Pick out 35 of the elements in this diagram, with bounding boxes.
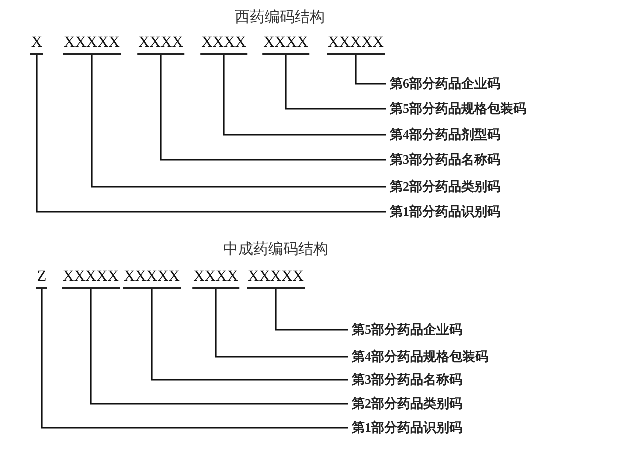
code-segment: XXXX (200, 34, 248, 55)
code-segment: X (30, 34, 44, 55)
description-text: 第5部分药品规格包装码 (390, 101, 526, 117)
description-text: 第4部分药品剂型码 (390, 127, 500, 143)
description-text: 第3部分药品名称码 (390, 152, 500, 168)
leader-line (91, 55, 386, 188)
description-text: 第5部分药品企业码 (352, 322, 462, 338)
code-segment: XXXXX (247, 268, 305, 289)
code-segment: XXXXX (62, 268, 120, 289)
leader-line (151, 289, 348, 381)
code-segment: XXXX (262, 34, 310, 55)
diagram-title: 西药编码结构 (235, 8, 325, 27)
code-segment: XXXXX (123, 268, 181, 289)
code-segment: XXXXX (327, 34, 385, 55)
leader-line (36, 55, 386, 213)
description-text: 第4部分药品规格包装码 (352, 349, 488, 365)
leader-line (215, 289, 348, 358)
description-text: 第2部分药品类别码 (352, 396, 462, 412)
leader-line (275, 289, 348, 331)
code-segment: Z (36, 268, 48, 289)
code-segment: XXXX (192, 268, 240, 289)
leader-line (90, 289, 348, 405)
leader-line (41, 289, 348, 429)
description-text: 第6部分药品企业码 (390, 76, 500, 92)
description-text: 第1部分药品识别码 (390, 204, 500, 220)
description-text: 第1部分药品识别码 (352, 420, 462, 436)
leader-line (355, 55, 386, 85)
leader-line (285, 55, 386, 110)
description-text: 第3部分药品名称码 (352, 372, 462, 388)
section-label: 中成药编码结构 (224, 240, 328, 259)
code-segment: XXXX (138, 34, 184, 55)
leader-line (223, 55, 386, 136)
leader-line (160, 55, 386, 161)
code-segment: XXXXX (63, 34, 121, 55)
description-text: 第2部分药品类别码 (390, 179, 500, 195)
